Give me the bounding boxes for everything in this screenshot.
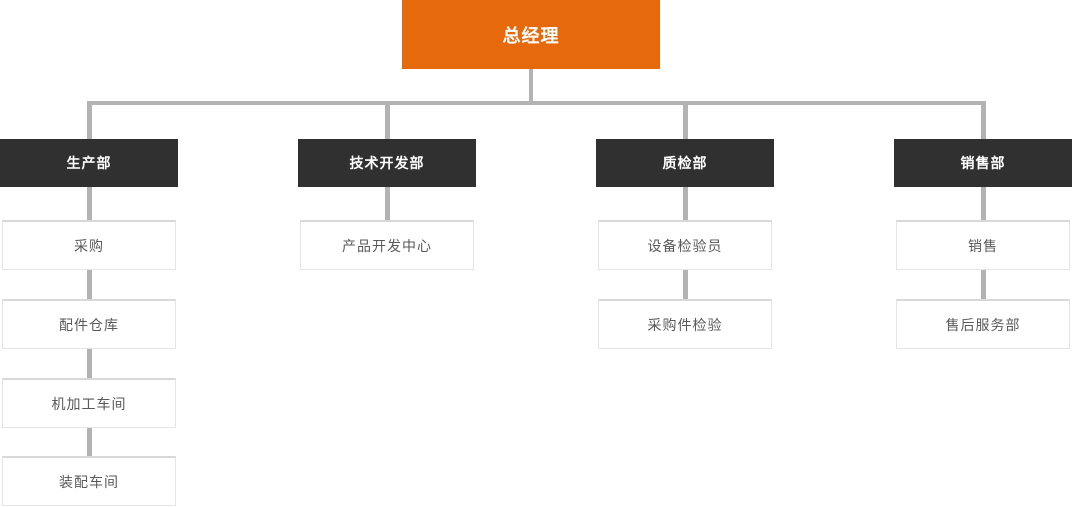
connector-drop bbox=[385, 101, 390, 139]
connector-drop bbox=[683, 101, 688, 139]
node-parts-warehouse: 配件仓库 bbox=[2, 299, 176, 349]
node-dept-tech-development: 技术开发部 bbox=[298, 139, 476, 187]
node-machining-workshop: 机加工车间 bbox=[2, 378, 176, 428]
node-dept-sales: 销售部 bbox=[894, 139, 1072, 187]
connector-line bbox=[87, 349, 92, 378]
connector-line bbox=[87, 428, 92, 456]
node-equipment-inspector: 设备检验员 bbox=[598, 220, 772, 270]
connector-line bbox=[385, 187, 390, 220]
connector-drop bbox=[981, 101, 986, 139]
node-assembly-workshop: 装配车间 bbox=[2, 456, 176, 506]
connector-root-stub bbox=[529, 69, 533, 105]
connector-horizontal bbox=[87, 101, 985, 105]
connector-line bbox=[683, 270, 688, 299]
connector-line bbox=[87, 270, 92, 299]
node-sales-staff: 销售 bbox=[896, 220, 1070, 270]
connector-line bbox=[87, 187, 92, 220]
connector-line bbox=[981, 270, 986, 299]
node-product-dev-center: 产品开发中心 bbox=[300, 220, 474, 270]
node-dept-quality-inspection: 质检部 bbox=[596, 139, 774, 187]
node-purchased-parts-inspection: 采购件检验 bbox=[598, 299, 772, 349]
node-procurement: 采购 bbox=[2, 220, 176, 270]
connector-line bbox=[683, 187, 688, 220]
node-dept-production: 生产部 bbox=[0, 139, 178, 187]
connector-drop bbox=[87, 101, 92, 139]
node-general-manager: 总经理 bbox=[402, 0, 660, 69]
node-after-sales-service: 售后服务部 bbox=[896, 299, 1070, 349]
connector-line bbox=[981, 187, 986, 220]
